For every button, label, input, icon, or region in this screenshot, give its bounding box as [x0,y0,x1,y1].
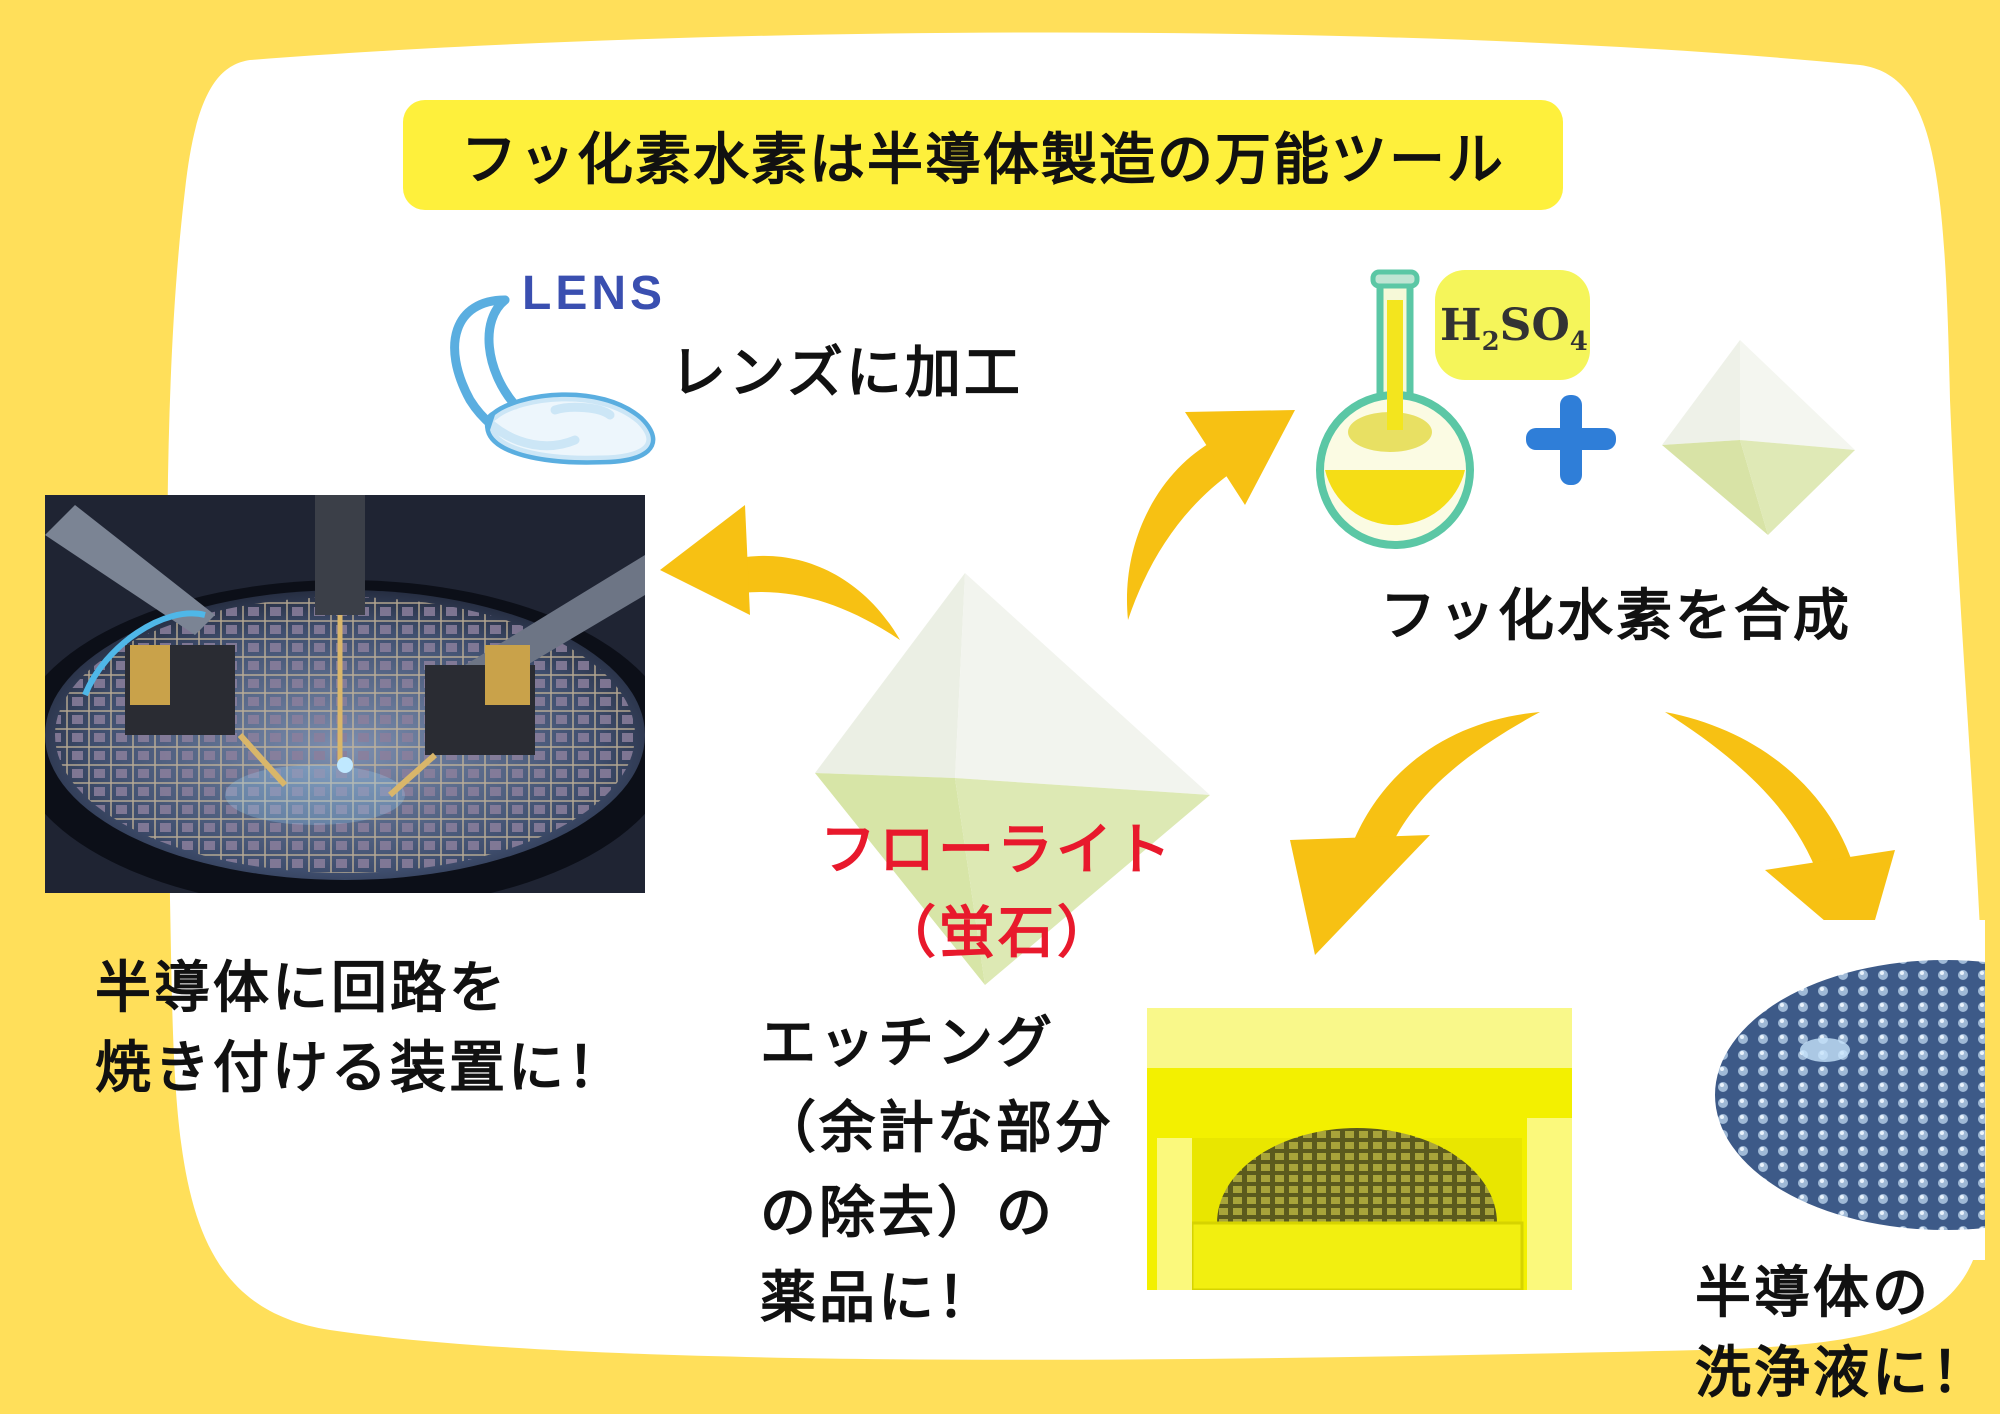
lithography-caption-line1: 半導体に回路を [95,956,508,1021]
page-title: フッ化素水素は半導体製造の万能ツール [403,100,1563,210]
formula-sub-2: 2 [1481,326,1500,357]
lens-caption: レンズに加工 [670,341,1023,406]
etching-caption-line3: の除去）の [760,1181,1055,1246]
formula-so: SO [1499,300,1570,351]
etching-bath-image [1147,1008,1572,1290]
etching-caption-line4: 薬品に！ [760,1266,996,1331]
chemical-formula: H2SO4 [1440,295,1588,360]
formula-sub-4: 4 [1569,326,1588,357]
lens-icon-label: LENS [522,267,667,320]
etching-caption-line1: エッチング [760,1011,1055,1076]
wafer-cleaning-image [1715,920,1985,1260]
cleaning-caption-line1: 半導体の [1695,1261,1931,1326]
fluorite-sub-label: （蛍石） [880,901,1116,966]
cleaning-caption-line2: 洗浄液に！ [1695,1341,1990,1406]
synthesis-caption: フッ化水素を合成 [1380,584,1852,649]
lithography-caption-line2: 焼き付ける装置に！ [95,1036,626,1101]
formula-h: H [1440,300,1482,351]
fluorite-label: フローライト [820,818,1174,883]
lithography-machine-image [45,495,645,893]
etching-caption-line2: （余計な部分 [760,1096,1114,1161]
